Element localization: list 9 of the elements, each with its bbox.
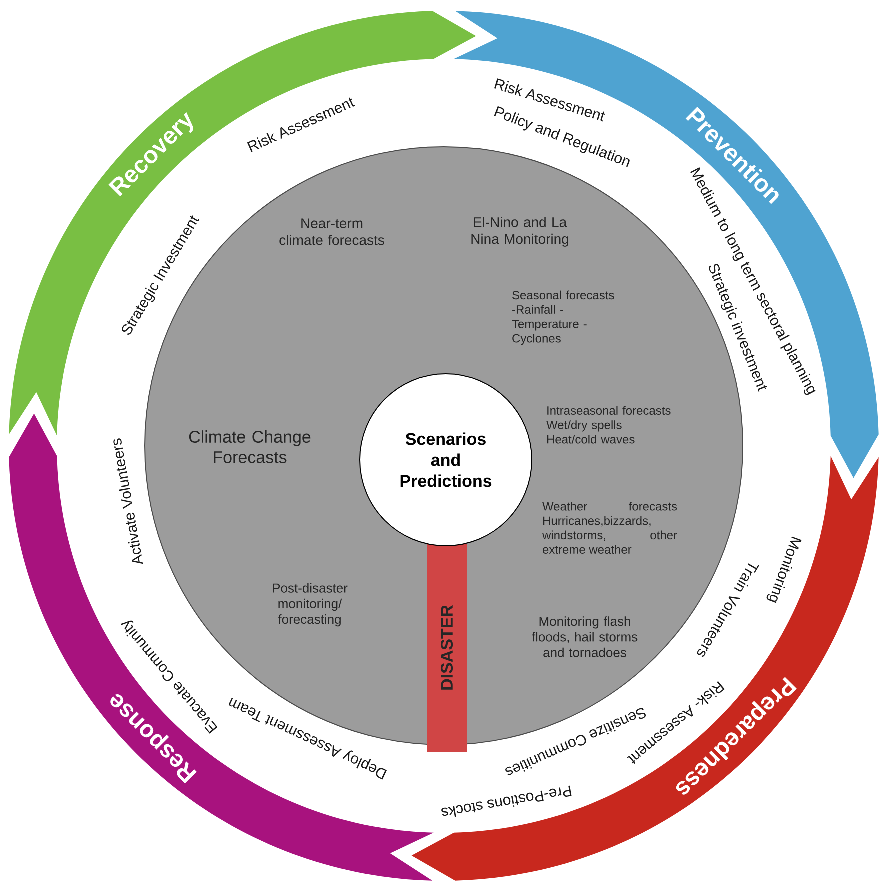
forecast-label: Post-disaster monitoring/ forecasting bbox=[273, 583, 348, 627]
activity-label: Activate Volunteers bbox=[114, 438, 144, 564]
activity-label: Pre-Postions stocks bbox=[442, 786, 572, 818]
forecast-label: Monitoring flash floods, hail storms and tornadoes bbox=[532, 616, 638, 658]
forecast-label: Seasonal forecasts -Rainfall -Temperature -Cyclones bbox=[512, 290, 614, 346]
forecast-label: Intraseasonal forecasts Wet/dry spells Heat/cold waves bbox=[546, 406, 671, 444]
forecast-label: Near-term climate forecasts bbox=[280, 218, 384, 246]
forecast-label: Weather forecasts Hurricanes,bizzards, windstorms, other extreme weather bbox=[542, 502, 678, 554]
disaster-bar: DISASTER bbox=[427, 544, 467, 752]
